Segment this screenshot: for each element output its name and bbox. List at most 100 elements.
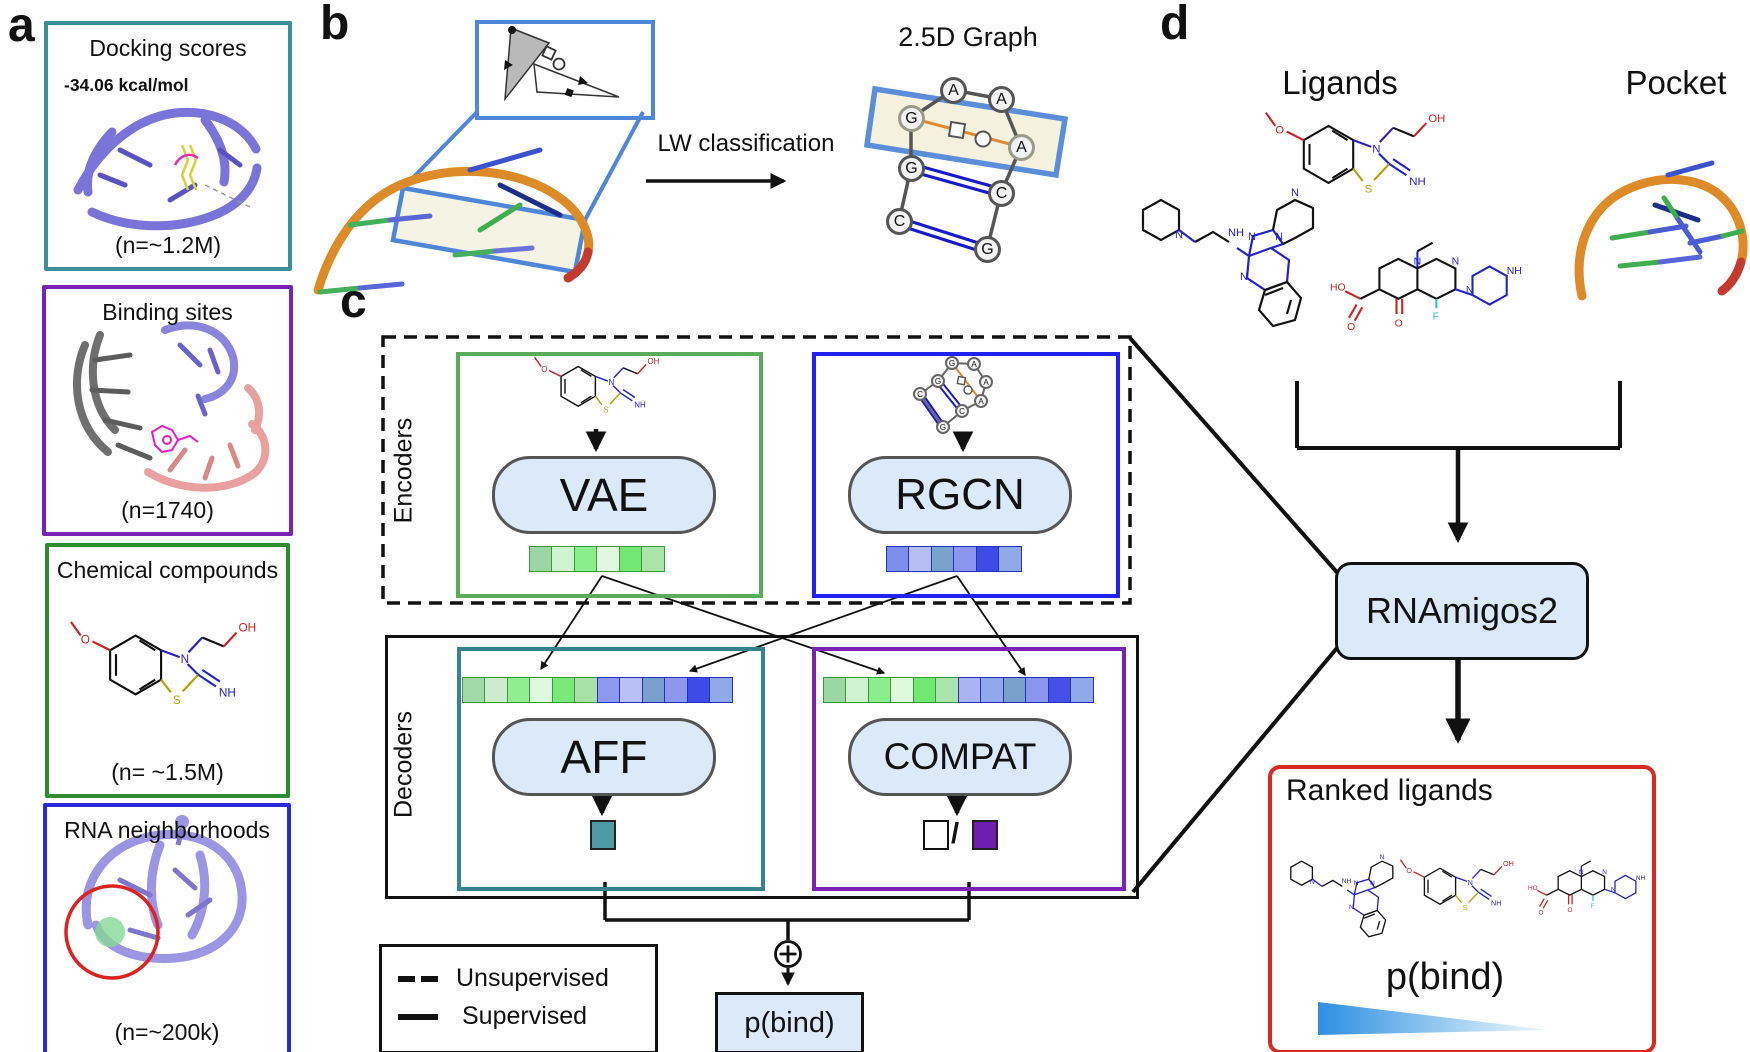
graph-node-a1: A: [940, 77, 967, 104]
ranked-ligands-title: Ranked ligands: [1286, 774, 1493, 807]
aff-output-square: [590, 820, 616, 850]
embedding-cell: [664, 677, 688, 703]
embedding-cell: [551, 546, 575, 572]
embedding-cell: [596, 677, 621, 703]
embedding-cell: [506, 677, 531, 703]
rgcn-embedding-row: [885, 546, 1022, 572]
embedding-cell: [935, 677, 959, 703]
vae-pill: VAE: [492, 456, 716, 534]
embedding-cell: [641, 677, 666, 703]
embedding-cell: [953, 546, 977, 572]
pocket-structure-art: [1574, 160, 1748, 301]
card-count: (n=1740): [121, 497, 214, 523]
rgcn-pill: RGCN: [848, 456, 1072, 534]
embedding-cell: [975, 546, 1000, 572]
vae-label: VAE: [559, 469, 649, 521]
compat-output-slash: /: [951, 818, 960, 850]
binding-site-art: [72, 321, 270, 492]
embedding-cell: [574, 677, 598, 703]
embedding-cell: [930, 546, 955, 572]
embedding-cell: [641, 546, 665, 572]
decoders-box: [385, 635, 1139, 899]
rgcn-icon-node: C: [913, 387, 927, 401]
embedding-cell: [551, 677, 576, 703]
graph-node-a2: A: [988, 86, 1015, 113]
rgcn-icon-node: A: [967, 357, 981, 371]
pocket-title: Pocket: [1625, 64, 1727, 101]
embedding-cell: [528, 546, 553, 572]
card-title: Chemical compounds: [56, 557, 279, 583]
embedding-cell: [529, 677, 553, 703]
lw-pair-glyphs: [504, 26, 620, 102]
rgcn-icon-node: C: [955, 404, 969, 418]
embedding-cell: [998, 546, 1022, 572]
compat-label: COMPAT: [883, 736, 1037, 777]
embedding-cell: [709, 677, 733, 703]
rgcn-label: RGCN: [895, 470, 1025, 519]
decoders-axis-label: Decoders: [389, 711, 418, 818]
embedding-cell: [686, 677, 711, 703]
docking-structure-art: [73, 107, 262, 231]
card-count: (n=~200k): [114, 1019, 220, 1045]
vae-encoder-box: [456, 352, 763, 598]
encoders-dashed-box: [381, 335, 1132, 605]
docking-score-value: -34.06 kcal/mol: [64, 75, 189, 95]
graph-node-g2: G: [898, 155, 925, 182]
model-funnel-lines: [1128, 336, 1344, 894]
embedding-cell: [618, 546, 643, 572]
aff-pill: AFF: [492, 718, 716, 796]
encoders-axis-label: Encoders: [389, 417, 418, 524]
ranked-ligands-box: [1268, 765, 1656, 1052]
pbind-gradient-wedge: [1318, 1002, 1549, 1035]
rnamigos2-label: RNAmigos2: [1365, 590, 1559, 631]
ligand-structure-3: [1328, 241, 1523, 335]
embedding-cell: [912, 677, 937, 703]
card-title: RNA neighborhoods: [64, 817, 270, 843]
embedding-cell: [908, 546, 932, 572]
ligands-title: Ligands: [1282, 64, 1398, 101]
ligand-structure-2: [1141, 185, 1315, 328]
embedding-cell: [1070, 677, 1094, 703]
pbind-output-label: p(bind): [744, 1006, 835, 1039]
aff-embedding-row: [461, 677, 733, 703]
rgcn-icon-node: G: [945, 356, 959, 370]
panel-c-label: c: [340, 275, 367, 328]
embedding-cell: [890, 677, 914, 703]
card-docking-scores: Docking scores -34.06 kcal/mol (n=~1.2M): [44, 21, 292, 271]
panel-a-label: a: [8, 0, 35, 52]
rgcn-icon-node: A: [979, 375, 993, 389]
embedding-cell: [885, 546, 910, 572]
neighborhood-highlight-circle: [64, 884, 160, 980]
rnamigos2-model-box: RNAmigos2: [1335, 562, 1589, 660]
legend-supervised-label: Supervised: [462, 1002, 588, 1030]
ranked-pbind-label: p(bind): [1385, 956, 1505, 998]
rgcn-encoder-box: [812, 352, 1120, 598]
compat-output-square-empty: [923, 820, 949, 850]
embedding-cell: [1025, 677, 1049, 703]
aff-decoder-box: [457, 647, 765, 891]
embedding-cell: [573, 546, 598, 572]
rna-3d-slab: [313, 110, 645, 295]
rgcn-icon-node: A: [974, 394, 988, 408]
graph-node-g1: G: [898, 105, 925, 132]
card-count: (n= ~1.5M): [111, 759, 224, 785]
embedding-cell: [461, 677, 486, 703]
embedding-cell: [867, 677, 892, 703]
embedding-cell: [1047, 677, 1072, 703]
card-title: Docking scores: [89, 35, 247, 61]
plus-combination-icon: [774, 940, 802, 968]
embedding-cell: [957, 677, 982, 703]
graph-node-c2: C: [886, 208, 913, 235]
pbind-output-box: p(bind): [715, 992, 864, 1052]
graph-25d-title: 2.5D Graph: [898, 22, 1038, 52]
rna-neighborhood-art: [64, 815, 247, 980]
graph-node-g3: G: [974, 236, 1001, 263]
panel-d-label: d: [1160, 0, 1190, 50]
compat-embedding-row: [822, 677, 1094, 703]
compat-output-square-filled: [972, 820, 998, 850]
card-binding-sites: Binding sites (n=1740): [42, 285, 293, 536]
aff-label: AFF: [560, 731, 648, 783]
input-bracket: [1295, 381, 1622, 450]
